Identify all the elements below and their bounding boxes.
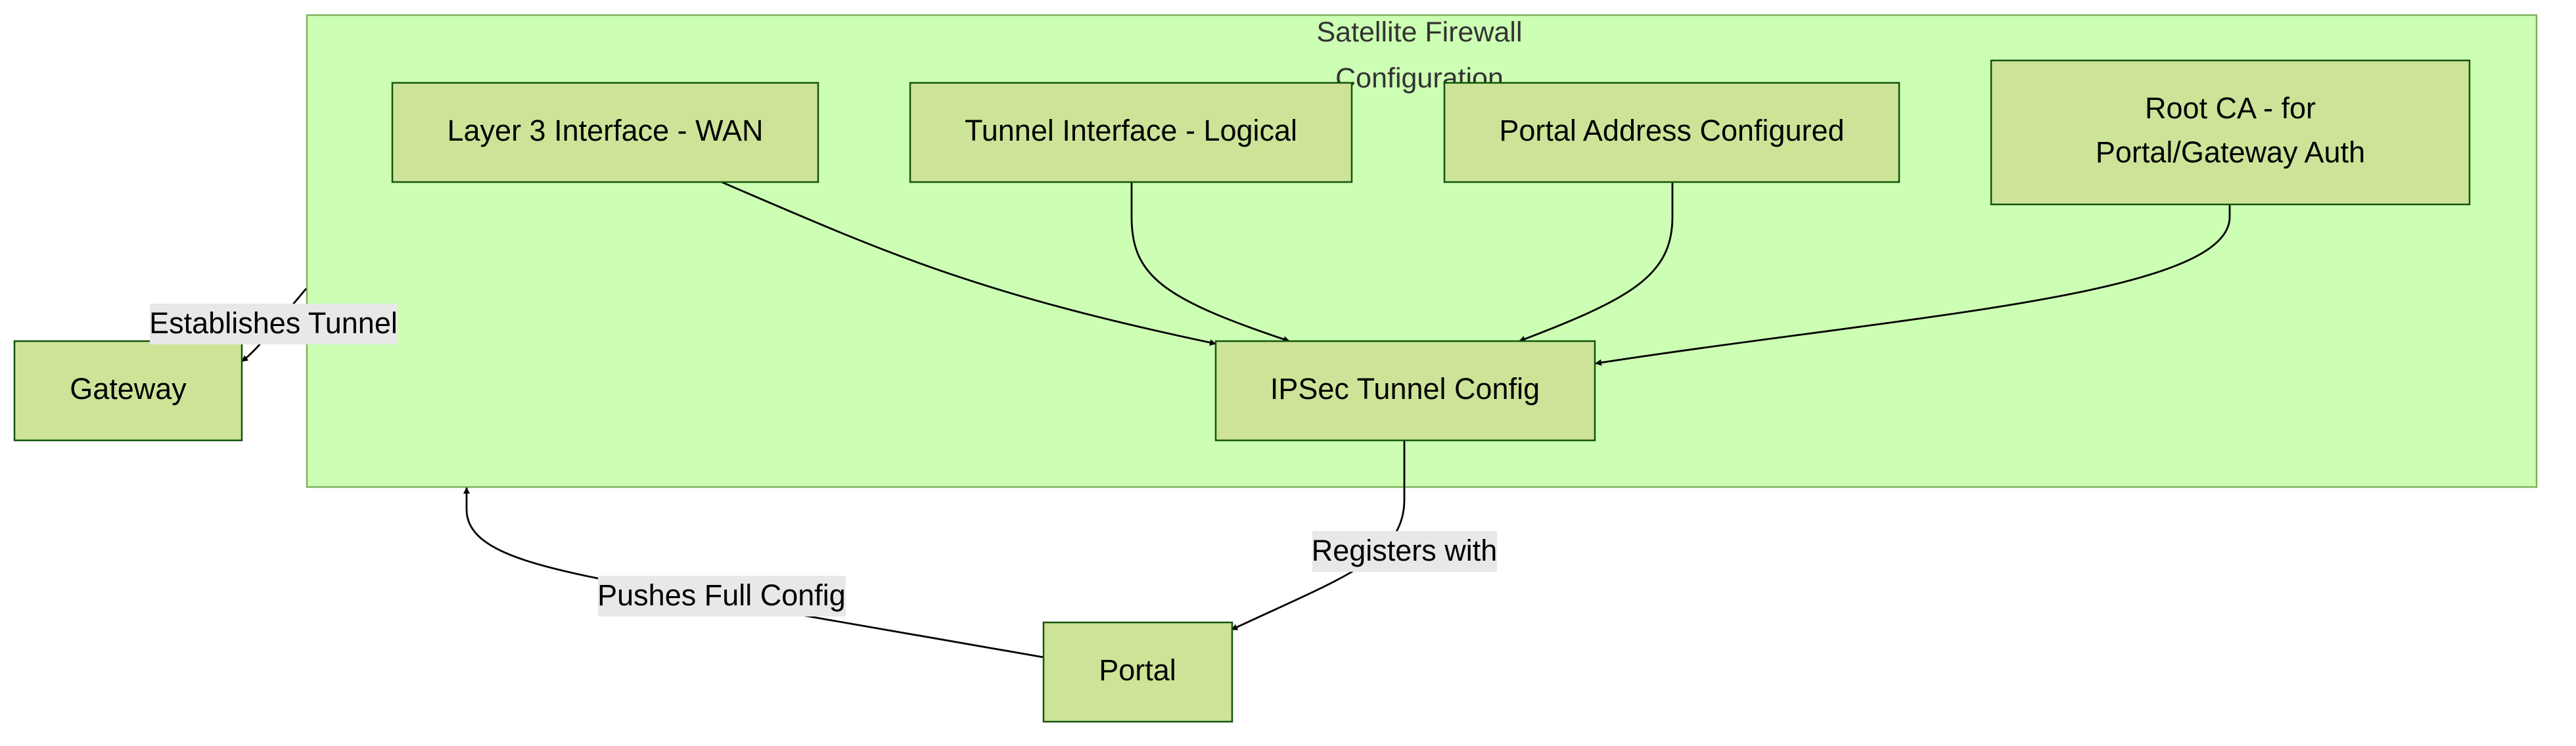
- node-layer3-interface: Layer 3 Interface - WAN: [391, 82, 819, 183]
- node-ipsec-label: IPSec Tunnel Config: [1270, 372, 1540, 406]
- edge-portal-address-to-ipsec: [1519, 182, 1674, 342]
- node-gateway: Gateway: [13, 340, 243, 442]
- node-layer3-label: Layer 3 Interface - WAN: [447, 114, 763, 147]
- node-tunnel-interface: Tunnel Interface - Logical: [909, 82, 1353, 183]
- edge-label-pushes-text: Pushes Full Config: [597, 578, 846, 612]
- edge-tunnel-interface-to-ipsec: [1130, 182, 1290, 342]
- node-portal-address-label: Portal Address Configured: [1499, 114, 1844, 147]
- edge-label-registers-with: Registers with: [1312, 531, 1498, 572]
- edge-root-ca-to-ipsec: [1595, 204, 2231, 366]
- node-root-ca: Root CA - for Portal/Gateway Auth: [1990, 59, 2471, 206]
- node-root-ca-label-line1: Root CA - for: [2145, 91, 2316, 125]
- node-portal-label: Portal: [1099, 653, 1176, 687]
- cluster-title-line1: Satellite Firewall: [1316, 16, 1522, 48]
- node-portal: Portal: [1042, 621, 1233, 723]
- edge-label-establishes-text: Establishes Tunnel: [149, 306, 398, 340]
- node-portal-address: Portal Address Configured: [1443, 82, 1900, 183]
- node-tunnel-interface-label: Tunnel Interface - Logical: [965, 114, 1297, 147]
- node-root-ca-label-line2: Portal/Gateway Auth: [2096, 135, 2365, 169]
- edge-portal-to-cluster: [463, 487, 1044, 659]
- node-gateway-label: Gateway: [70, 372, 187, 406]
- edge-label-registers-text: Registers with: [1312, 534, 1498, 567]
- edge-label-pushes-full-config: Pushes Full Config: [597, 576, 846, 617]
- edge-label-establishes-tunnel: Establishes Tunnel: [149, 304, 398, 344]
- node-ipsec-tunnel-config: IPSec Tunnel Config: [1214, 340, 1596, 442]
- edge-layer3-to-ipsec: [721, 181, 1216, 346]
